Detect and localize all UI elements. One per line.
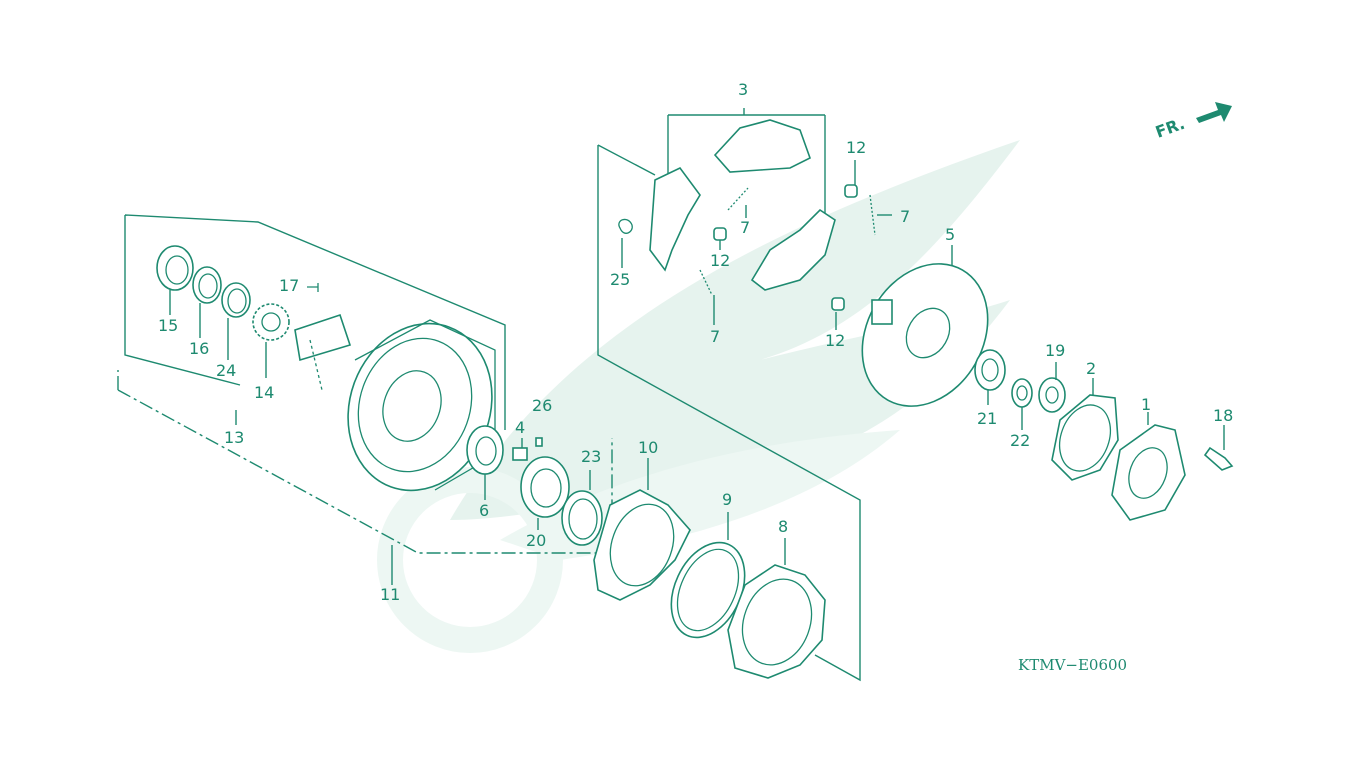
part-12-dampers: [713, 184, 858, 311]
callout-21: 21: [977, 409, 997, 428]
part-10-gasket: [593, 489, 691, 601]
part-21-nut: [974, 349, 1006, 391]
callout-22: 22: [1010, 431, 1030, 450]
callout-26: 26: [532, 396, 552, 415]
callout-14: 14: [254, 383, 274, 402]
part-24-o-ring: [221, 282, 251, 318]
watermark-wing: [450, 140, 1020, 520]
part-25-clip: [618, 218, 633, 234]
callout-12c: 12: [825, 331, 845, 350]
callout-5: 5: [945, 225, 955, 244]
callout-12b: 12: [710, 251, 730, 270]
callout-11: 11: [380, 585, 400, 604]
part-23-circlip: [561, 490, 603, 546]
part-8-gasket: [727, 564, 826, 679]
part-13-clutch-outer: [294, 313, 496, 492]
group-3-outline: [597, 144, 861, 682]
callout-20: 20: [526, 531, 546, 550]
callout-13: 13: [224, 428, 244, 447]
assembly-group-lines: [117, 108, 861, 682]
group-3-bracket: [667, 108, 826, 215]
callout-10: 10: [638, 438, 658, 457]
callout-19: 19: [1045, 341, 1065, 360]
part-19-nut: [1038, 377, 1066, 413]
part-26-small-part: [535, 437, 543, 447]
callout-15: 15: [158, 316, 178, 335]
front-direction-indicator: FR.: [1153, 102, 1232, 142]
watermark-gear: [377, 467, 563, 653]
callout-16: 16: [189, 339, 209, 358]
part-1-cover: [1111, 424, 1186, 521]
part-16-circlip: [192, 266, 222, 304]
part-14-gear: [252, 303, 290, 341]
callout-12a: 12: [846, 138, 866, 157]
callout-8: 8: [778, 517, 788, 536]
callout-2: 2: [1086, 359, 1096, 378]
callout-labels: 1 2 3 4 5 6 7 7 7 8 9 10 11 12 12 12 13 …: [158, 80, 1233, 604]
callout-25: 25: [610, 270, 630, 289]
callout-7c: 7: [710, 327, 720, 346]
callout-leaders: [169, 160, 1225, 565]
part-17-pin: [307, 283, 319, 292]
direction-arrow-icon: [1196, 102, 1232, 123]
callout-3: 3: [738, 80, 748, 99]
group-11-outline: [117, 370, 613, 554]
diagram-code: KTMV−E0600: [1018, 656, 1127, 674]
callout-18: 18: [1213, 406, 1233, 425]
callout-17: 17: [279, 276, 299, 295]
part-22-washer: [1011, 378, 1033, 408]
part-4-spring: [512, 447, 528, 461]
callout-7a: 7: [740, 218, 750, 237]
callout-6: 6: [479, 501, 489, 520]
callout-7b: 7: [900, 207, 910, 226]
callout-23: 23: [581, 447, 601, 466]
direction-label: FR.: [1153, 114, 1187, 142]
part-18-bolt: [1203, 446, 1234, 471]
callout-24: 24: [216, 361, 236, 380]
part-2-gasket: [1051, 394, 1119, 481]
part-6-one-way-clutch: [466, 425, 504, 475]
callout-1: 1: [1141, 395, 1151, 414]
callout-9: 9: [722, 490, 732, 509]
group-13-outline: [124, 214, 506, 430]
part-15-oil-seal: [156, 245, 194, 291]
part-3-clutch-shoes: [649, 119, 836, 291]
part-20-plate: [520, 456, 570, 518]
part-7-springs: [699, 187, 876, 296]
callout-4: 4: [515, 418, 525, 437]
